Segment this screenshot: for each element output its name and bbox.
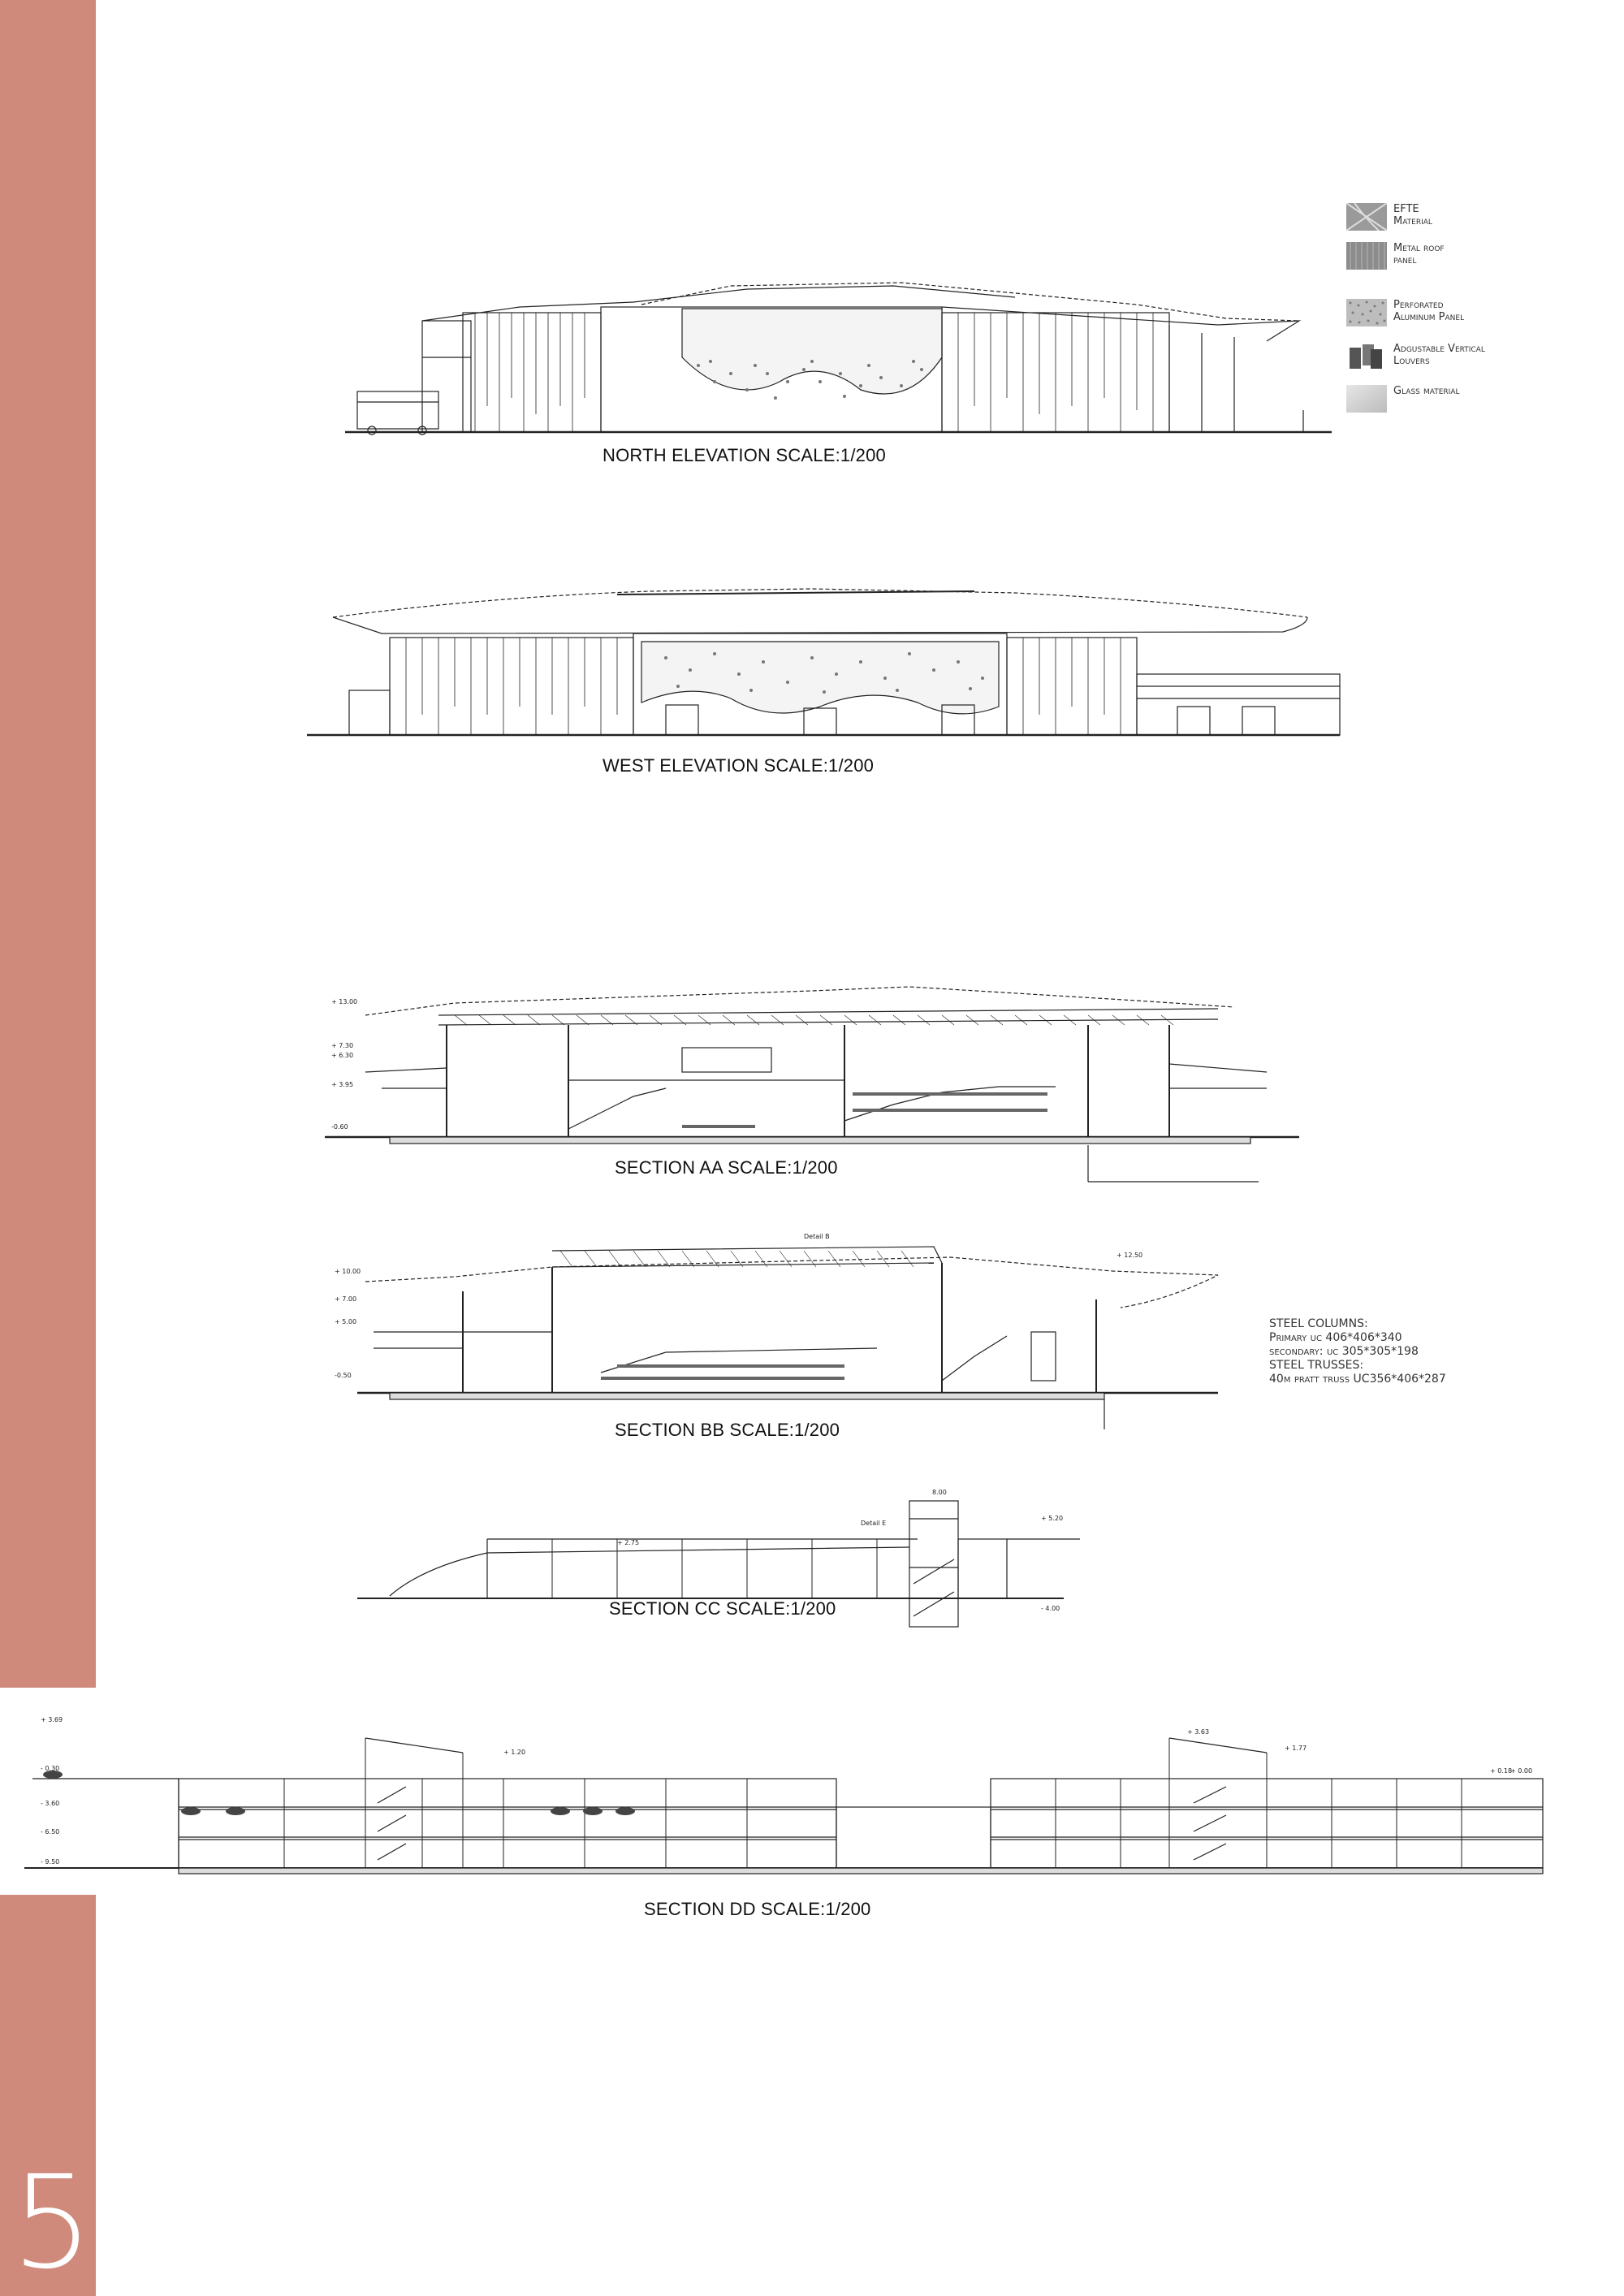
dd-level-j: + 0.00 — [1510, 1767, 1532, 1775]
bb-level-c: + 5.00 — [335, 1318, 356, 1325]
glass-swatch-icon — [1346, 385, 1387, 413]
west-elevation-drawing — [307, 588, 1341, 737]
page-number: 5 — [11, 2148, 93, 2296]
aa-level-top: + 13.00 — [331, 998, 357, 1005]
legend-item-efte: EFTE Material — [1346, 201, 1541, 234]
legend-label-louvers: Adgustable Vertical Louvers — [1393, 343, 1485, 367]
legend-item-perforated: Perforated Aluminum Panel — [1346, 297, 1541, 330]
dd-level-f: + 1.20 — [503, 1749, 525, 1756]
dd-level-i: + 0.18 — [1490, 1767, 1512, 1775]
side-band-top — [0, 0, 96, 1688]
bb-level-a: + 10.00 — [335, 1268, 361, 1275]
cc-detail-label: Detail E — [861, 1520, 886, 1527]
cc-level-b: + 2.75 — [617, 1539, 639, 1546]
dd-level-d: - 6.50 — [41, 1828, 59, 1836]
bb-detail-label: Detail B — [804, 1233, 830, 1240]
note-pratt-truss: 40m pratt truss UC356*406*287 — [1269, 1373, 1446, 1386]
dd-level-e: - 9.50 — [41, 1858, 59, 1866]
legend-label-metal-roof: Metal roof panel — [1393, 242, 1445, 266]
legend-item-metal-roof: Metal roof panel — [1346, 240, 1541, 273]
dd-level-b: - 0.30 — [41, 1765, 59, 1772]
bb-level-top: + 12.50 — [1116, 1252, 1142, 1259]
note-primary-columns: Primary uc 406*406*340 — [1269, 1331, 1402, 1344]
aa-level-c: + 3.95 — [331, 1081, 353, 1088]
section-aa-caption: SECTION AA SCALE:1/200 — [615, 1157, 838, 1178]
bb-level-b: + 7.00 — [335, 1295, 356, 1303]
section-bb-caption: SECTION BB SCALE:1/200 — [615, 1420, 840, 1440]
note-steel-columns-heading: STEEL COLUMNS: — [1269, 1317, 1368, 1330]
section-bb-drawing: + 12.50 Detail B + 10.00 + 7.00 + 5.00 -… — [335, 1233, 1219, 1429]
efte-swatch-icon — [1346, 203, 1387, 231]
section-aa-drawing: + 13.00 + 7.30 + 6.30 + 3.95 -0.60 — [325, 986, 1299, 1183]
legend-item-louvers: Adgustable Vertical Louvers — [1346, 341, 1541, 374]
section-cc-drawing: 8.00 + 5.20 + 2.75 - 4.00 Detail E — [357, 1489, 1080, 1628]
dd-level-c: - 3.60 — [41, 1800, 59, 1807]
louver-swatch-icon — [1346, 343, 1387, 370]
section-dd-caption: SECTION DD SCALE:1/200 — [644, 1899, 871, 1919]
dd-level-a: + 3.69 — [41, 1716, 63, 1723]
legend-item-glass: Glass material — [1346, 383, 1541, 416]
aa-level-a: + 7.30 — [331, 1042, 353, 1049]
section-cc-caption: SECTION CC SCALE:1/200 — [609, 1598, 836, 1619]
legend-label-efte: EFTE Material — [1393, 203, 1432, 227]
cc-level-top: 8.00 — [932, 1489, 947, 1496]
cc-level-a: + 5.20 — [1041, 1515, 1063, 1522]
note-secondary-columns: secondary: uc 305*305*198 — [1269, 1345, 1419, 1358]
side-band-bottom — [0, 1895, 96, 2296]
west-elevation-caption: WEST ELEVATION SCALE:1/200 — [603, 755, 875, 776]
cc-level-c: - 4.00 — [1041, 1605, 1060, 1612]
metal-roof-swatch-icon — [1346, 242, 1387, 270]
legend-label-glass: Glass material — [1393, 385, 1460, 397]
aa-level-d: -0.60 — [331, 1123, 348, 1131]
north-elevation-caption: NORTH ELEVATION SCALE:1/200 — [603, 445, 886, 465]
perforated-panel-swatch-icon — [1346, 299, 1387, 326]
bb-level-d: -0.50 — [335, 1372, 352, 1379]
note-steel-trusses-heading: STEEL TRUSSES: — [1269, 1359, 1364, 1372]
north-elevation-drawing — [345, 282, 1332, 435]
legend-label-perforated: Perforated Aluminum Panel — [1393, 299, 1465, 323]
aa-level-b: + 6.30 — [331, 1052, 353, 1059]
structure-notes: STEEL COLUMNS: Primary uc 406*406*340 se… — [1269, 1317, 1446, 1386]
dd-level-h: + 1.77 — [1285, 1745, 1307, 1752]
section-dd-drawing: + 3.69 - 0.30 - 3.60 - 6.50 - 9.50 + 1.2… — [24, 1716, 1544, 1874]
dd-level-g: + 3.63 — [1187, 1728, 1209, 1736]
